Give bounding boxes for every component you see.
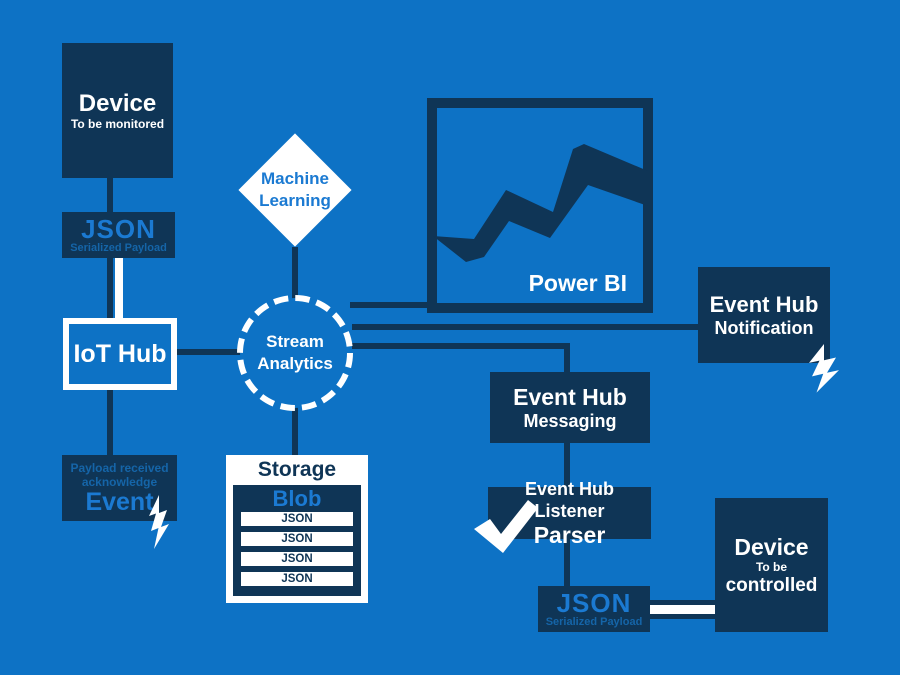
- connector-iothub-to-event: [107, 390, 113, 455]
- machine-learning-label: Machine Learning: [245, 168, 345, 212]
- blob-json-row: JSON: [241, 552, 353, 566]
- eh-messaging-title: Event Hub: [513, 383, 627, 410]
- stream-analytics-label: Stream Analytics: [245, 330, 345, 376]
- blob-json-row: JSON: [241, 572, 353, 586]
- payload-event-line1: Payload received: [70, 460, 169, 475]
- blob-container: Blob JSON JSON JSON JSON: [233, 485, 361, 596]
- blob-json-row: JSON: [241, 532, 353, 546]
- power-bi-box: Power BI: [427, 98, 653, 313]
- json-out-subtitle: Serialized Payload: [545, 615, 643, 628]
- stream-analytics-line1: Stream: [266, 332, 324, 351]
- eh-messaging-subtitle: Messaging: [523, 410, 617, 431]
- event-hub-listener-box: Event Hub Listener Parser: [488, 479, 651, 548]
- blob-title: Blob: [272, 486, 322, 511]
- blob-json-row: JSON: [241, 512, 353, 526]
- connector-listener-to-json: [564, 539, 570, 586]
- connector-json-to-device-white: [650, 605, 715, 614]
- connector-device-to-json: [107, 178, 113, 212]
- payload-event-title: Event: [85, 487, 154, 516]
- json-serialized-out-box: JSON Serialized Payload: [538, 586, 650, 632]
- device-monitored-subtitle: To be monitored: [70, 117, 165, 131]
- storage-title: Storage: [257, 458, 337, 481]
- power-bi-title: Power BI: [528, 270, 627, 296]
- connector-streamanalytics-to-storage: [292, 406, 298, 455]
- machine-learning-line1: Machine: [260, 169, 330, 188]
- connector-ml-to-streamanalytics: [292, 247, 298, 299]
- connector-ehmessaging-to-listener: [564, 443, 570, 487]
- json-in-title: JSON: [81, 213, 156, 244]
- connector-streamanalytics-to-ehnotification: [352, 324, 698, 330]
- eh-listener-title: Event Hub Listener: [524, 479, 614, 521]
- payload-event-box: Payload received acknowledge Event: [62, 455, 177, 521]
- eh-listener-subtitle: Parser: [533, 522, 606, 548]
- stream-analytics-line2: Analytics: [257, 354, 333, 373]
- device-controlled-title: Device: [734, 533, 809, 560]
- payload-event-line2: acknowledge: [81, 474, 158, 489]
- event-hub-messaging-box: Event Hub Messaging: [490, 372, 650, 443]
- device-monitored-box: Device To be monitored: [62, 43, 173, 178]
- event-hub-notification-box: Event Hub Notification: [698, 267, 830, 363]
- json-serialized-in-box: JSON Serialized Payload: [62, 212, 175, 258]
- connector-streamanalytics-to-ehmessaging-h: [352, 343, 570, 349]
- iot-hub-box: IoT Hub: [63, 318, 177, 390]
- iot-hub-title: IoT Hub: [73, 339, 167, 368]
- device-controlled-subtitle2: controlled: [725, 574, 818, 596]
- storage-box: Storage Blob JSON JSON JSON JSON: [226, 455, 368, 603]
- device-controlled-box: Device To be controlled: [715, 498, 828, 632]
- eh-notification-subtitle: Notification: [714, 317, 814, 338]
- device-monitored-title: Device: [78, 90, 157, 117]
- device-controlled-subtitle: To be: [755, 559, 788, 574]
- connector-iothub-to-streamanalytics: [177, 349, 241, 355]
- json-in-subtitle: Serialized Payload: [70, 241, 167, 254]
- eh-notification-title: Event Hub: [709, 291, 819, 317]
- connector-json-to-iothub-dark: [107, 258, 113, 318]
- connector-streamanalytics-to-powerbi: [350, 302, 437, 308]
- json-out-title: JSON: [556, 587, 632, 618]
- connector-json-to-iothub-white: [115, 258, 123, 318]
- machine-learning-line2: Learning: [259, 191, 331, 210]
- connector-streamanalytics-to-ehmessaging-v: [564, 343, 570, 372]
